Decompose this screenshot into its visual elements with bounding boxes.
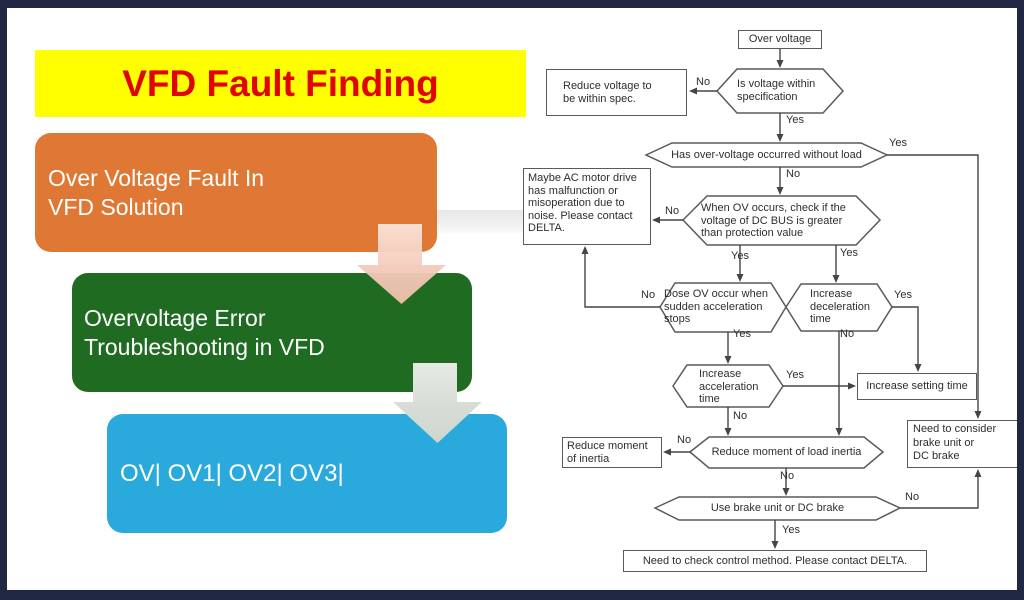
node-has-over-voltage-label: Has over-voltage occurred without load bbox=[671, 149, 862, 161]
node-over-voltage: Over voltage bbox=[738, 30, 822, 49]
node-maybe-ac-motor: Maybe AC motor drive has malfunction or … bbox=[523, 168, 651, 245]
node-is-voltage-within-label: Is voltage within specification bbox=[737, 78, 816, 103]
edge-label-yes: Yes bbox=[782, 524, 800, 536]
flowchart-graphic bbox=[581, 48, 982, 549]
node-shape-reduce-load-inertia bbox=[688, 436, 885, 469]
edge-label-yes: Yes bbox=[786, 114, 804, 126]
node-increase-deceleration-label: Increase deceleration time bbox=[810, 288, 870, 326]
node-need-check-control-method: Need to check control method. Please con… bbox=[623, 550, 927, 572]
node-reduce-moment-of-inertia: Reduce moment of inertia bbox=[562, 437, 662, 468]
card-over-voltage-fault: Over Voltage Fault In VFD Solution bbox=[35, 133, 437, 252]
slide-surface: VFD Fault Finding Over Voltage Fault In … bbox=[7, 8, 1017, 590]
edge-label-yes: Yes bbox=[786, 369, 804, 381]
edge-label-yes: Yes bbox=[889, 137, 907, 149]
node-increase-setting-time: Increase setting time bbox=[857, 373, 977, 400]
edge-label-yes: Yes bbox=[894, 289, 912, 301]
node-reduce-voltage: Reduce voltage to be within spec. bbox=[546, 69, 687, 116]
edge-label-yes: Yes bbox=[733, 328, 751, 340]
node-use-brake-label: Use brake unit or DC brake bbox=[710, 502, 845, 515]
edge-label-no: No bbox=[665, 205, 680, 217]
edge-label-yes: Yes bbox=[840, 247, 858, 259]
node-when-ov-occurs-label: When OV occurs, check if the voltage of … bbox=[701, 202, 846, 240]
edge-label-no: No bbox=[780, 470, 795, 482]
flowchart-connectors bbox=[581, 48, 982, 549]
node-increase-acceleration-label: Increase acceleration time bbox=[699, 368, 759, 406]
edge-label-yes: Yes bbox=[731, 250, 749, 262]
edge-label-no: No bbox=[696, 76, 711, 88]
edge-label-no: No bbox=[641, 289, 656, 301]
down-arrow-icon bbox=[413, 363, 457, 404]
node-need-consider-brake: Need to consider brake unit or DC brake bbox=[907, 420, 1017, 468]
flowchart-decision-shapes bbox=[644, 68, 902, 521]
slide-title: VFD Fault Finding bbox=[122, 62, 439, 104]
title-banner: VFD Fault Finding bbox=[35, 50, 526, 117]
edge-label-no: No bbox=[786, 168, 801, 180]
edge-label-no: No bbox=[733, 410, 748, 422]
node-reduce-load-inertia-label: Reduce moment of load inertia bbox=[711, 446, 862, 459]
edge-label-no: No bbox=[840, 328, 855, 340]
edge-label-no: No bbox=[905, 491, 920, 503]
node-dose-ov-occur-label: Dose OV occur when sudden acceleration s… bbox=[664, 288, 768, 326]
edge-label-no: No bbox=[677, 434, 692, 446]
down-arrow-icon bbox=[378, 224, 422, 267]
node-shape-when-ov-occurs bbox=[681, 195, 882, 246]
background-shadow-band bbox=[437, 210, 524, 233]
node-shape-is-voltage-within bbox=[715, 68, 845, 114]
